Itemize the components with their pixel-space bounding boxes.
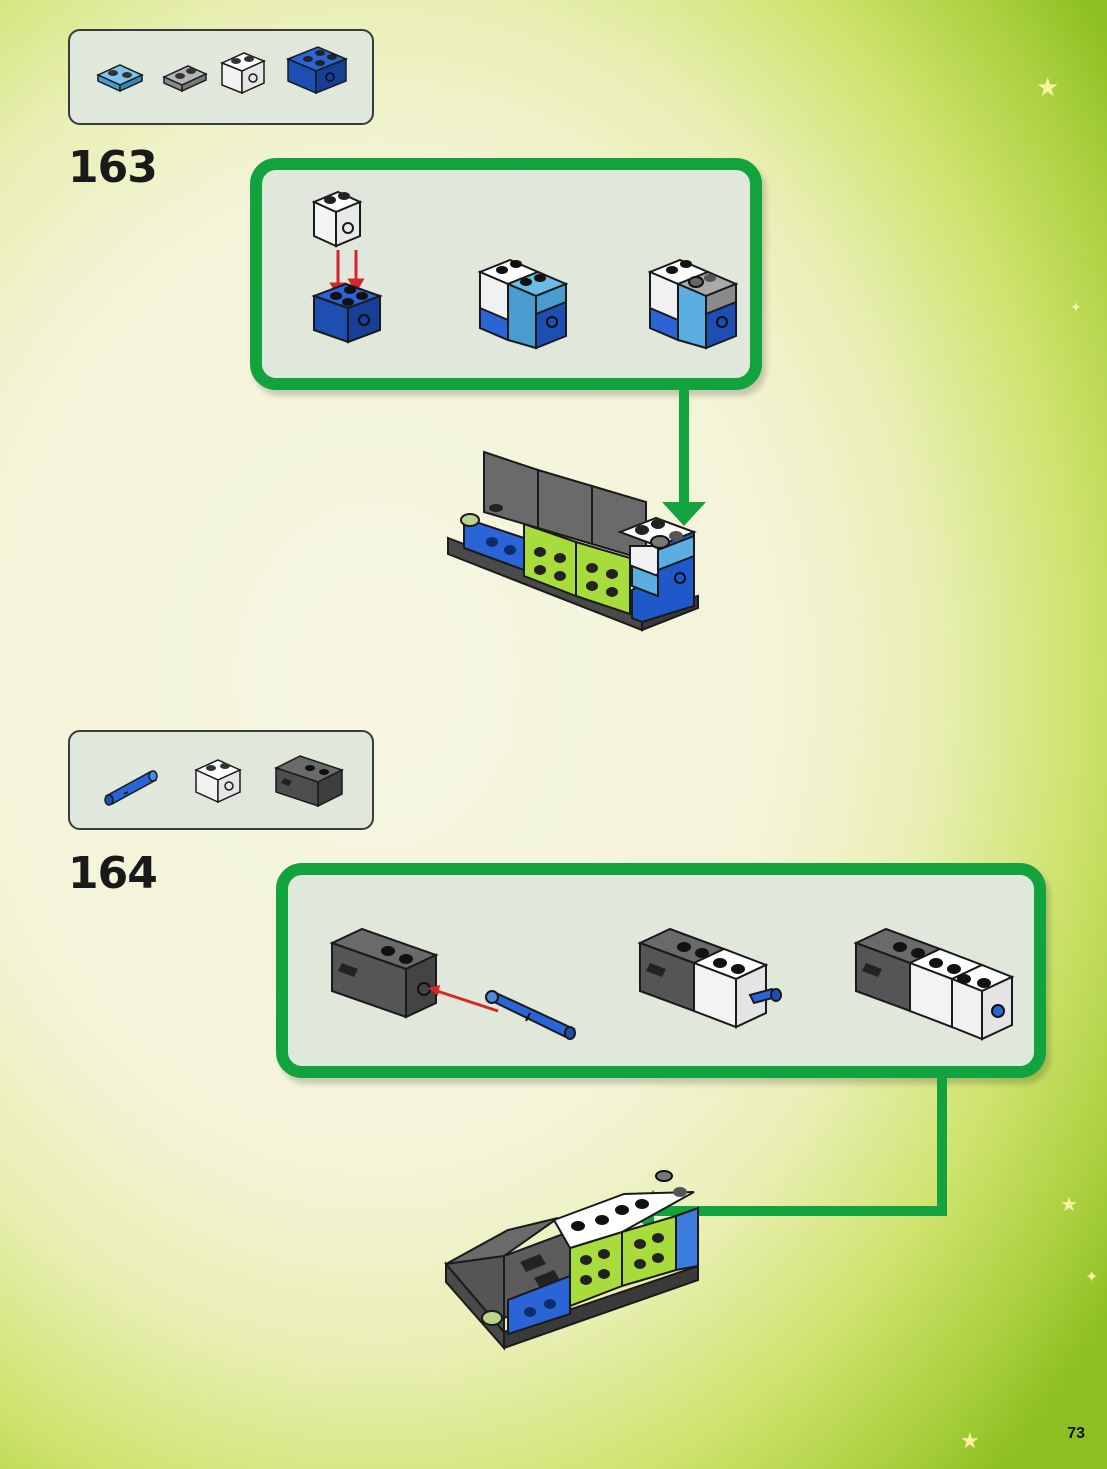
connector-two-white-bricks-subassembly-icon [856,929,1012,1039]
blue-technic-pin-icon [486,991,575,1039]
white-blue-lightblue-subassembly-icon [480,260,566,348]
decorative-star-icon: ★ [1036,74,1059,100]
decorative-star-icon: ★ [1060,1195,1078,1215]
step164-main-model [444,1168,714,1358]
white-gray-blue-subassembly-icon [650,260,736,348]
step164-parts-icons [70,732,376,832]
white-technic-brick-icon [222,53,264,93]
dark-gray-axle-connector-icon [276,756,342,806]
decorative-star-icon: ★ [960,1430,980,1452]
white-technic-brick-icon [196,760,240,802]
step163-subassembly-frame [250,158,762,390]
gray-plate-icon [164,66,206,91]
decorative-star-icon: ✦ [1070,300,1082,314]
step-number: 163 [68,142,157,193]
step163-subassembly-illustration [262,170,750,378]
step164-subassembly-illustration [288,875,1034,1066]
connector-white-brick-subassembly-icon [640,929,781,1027]
page-number: 73 [1067,1425,1085,1443]
blue-technic-pin-icon [105,771,157,805]
step163-parts-list [68,29,374,125]
step163-main-model [446,446,706,636]
white-technic-brick-icon [314,192,360,246]
blue-technic-brick-icon [314,284,380,342]
step164-parts-list [68,730,374,830]
decorative-star-icon: ✦ [1085,1270,1098,1286]
step164-subassembly-frame [276,863,1046,1078]
light-blue-plate-icon [98,65,142,91]
step-number: 164 [68,848,157,899]
blue-technic-brick-icon [288,47,346,93]
step163-parts-icons [70,31,376,127]
dark-gray-axle-connector-icon [332,929,436,1017]
